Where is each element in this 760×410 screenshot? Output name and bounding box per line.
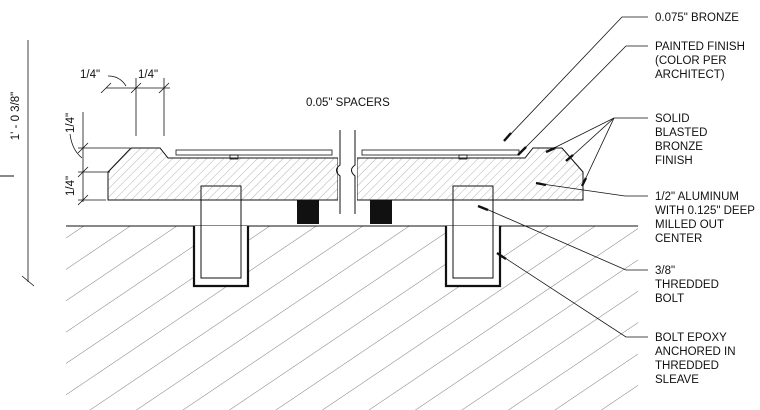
solid-bronze-callout: SOLID BLASTED BRONZE FINISH	[655, 113, 711, 167]
left-dimension-lower: 1/4"	[65, 176, 77, 196]
right-spacer-block	[370, 200, 392, 224]
left-dimension-upper: 1/4"	[65, 113, 77, 133]
top-dimensions: 1/4" 1/4"	[80, 69, 170, 136]
painted-finish-callout: PAINTED FINISH (COLOR PER ARCHITECT)	[655, 41, 748, 81]
bronze-inlay-left	[175, 149, 333, 160]
top-dimension-right: 1/4"	[138, 69, 158, 81]
overall-dimension-text: 1' - 0 3/8"	[10, 92, 22, 140]
bronze-callout: 0.075" BRONZE	[655, 12, 739, 24]
leader-lines	[477, 16, 648, 338]
aluminum-callout: 1/2" ALUMINUM WITH 0.125" DEEP MILLED OU…	[655, 191, 758, 245]
left-thredded-sleeve	[192, 226, 250, 288]
left-spacer-block	[297, 200, 319, 224]
bolt-callout: 3/8" THREDDED BOLT	[655, 265, 722, 305]
break-line	[336, 120, 357, 220]
aluminum-plate-left	[107, 147, 339, 201]
aluminum-plate-right	[356, 147, 584, 201]
overall-dimension: 1' - 0 3/8"	[0, 40, 35, 287]
left-dimensions: 1/4" 1/4"	[65, 112, 130, 206]
epoxy-callout: BOLT EPOXY ANCHORED IN THREDDED SLEAVE	[655, 332, 739, 386]
spacers-label: 0.05" SPACERS	[306, 97, 390, 109]
top-dimension-left: 1/4"	[80, 69, 100, 81]
concrete-substrate	[66, 225, 638, 410]
